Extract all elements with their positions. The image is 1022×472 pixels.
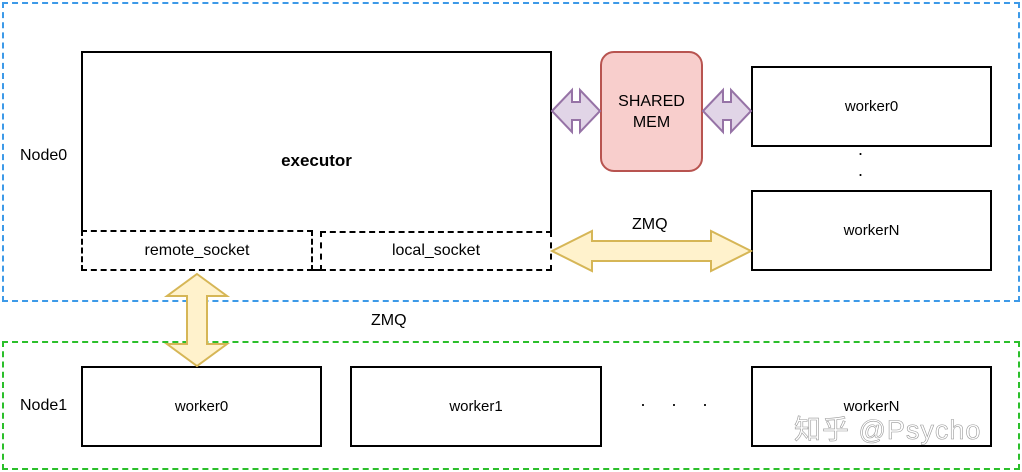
node0-ellipsis-top: . [858,139,864,159]
shared-mem-line1: SHARED [618,92,685,110]
zmq-arrow-remote [163,272,231,368]
node1-ellipsis: · · · [640,394,718,414]
local-socket-box: local_socket [320,231,552,271]
watermark-text: 知乎 @Psycho [794,415,982,446]
shared-mem-line2: MEM [632,113,671,131]
mem-arrow-right [701,87,753,135]
mem-arrow-left [550,87,602,135]
node1-worker0-box: worker0 [81,366,322,447]
node1-worker1-box: worker1 [350,366,602,447]
node0-worker0-box: worker0 [751,66,992,147]
zmq-arrow-local [549,229,754,273]
node0-ellipsis-bottom: . [858,160,864,180]
node1-workerN-box: workerN [751,366,992,447]
remote-socket-box: remote_socket [81,230,313,271]
remote-zmq-label: ZMQ [371,312,407,329]
local-zmq-label: ZMQ [632,216,668,233]
shared-mem-box: SHARED MEM [600,51,703,172]
node0-workerN-box: workerN [751,190,992,271]
node0-label: Node0 [20,147,68,164]
executor-label: executor [281,151,352,170]
node1-container [2,341,1020,470]
node0-container [2,2,1020,302]
node1-label: Node1 [20,397,68,414]
